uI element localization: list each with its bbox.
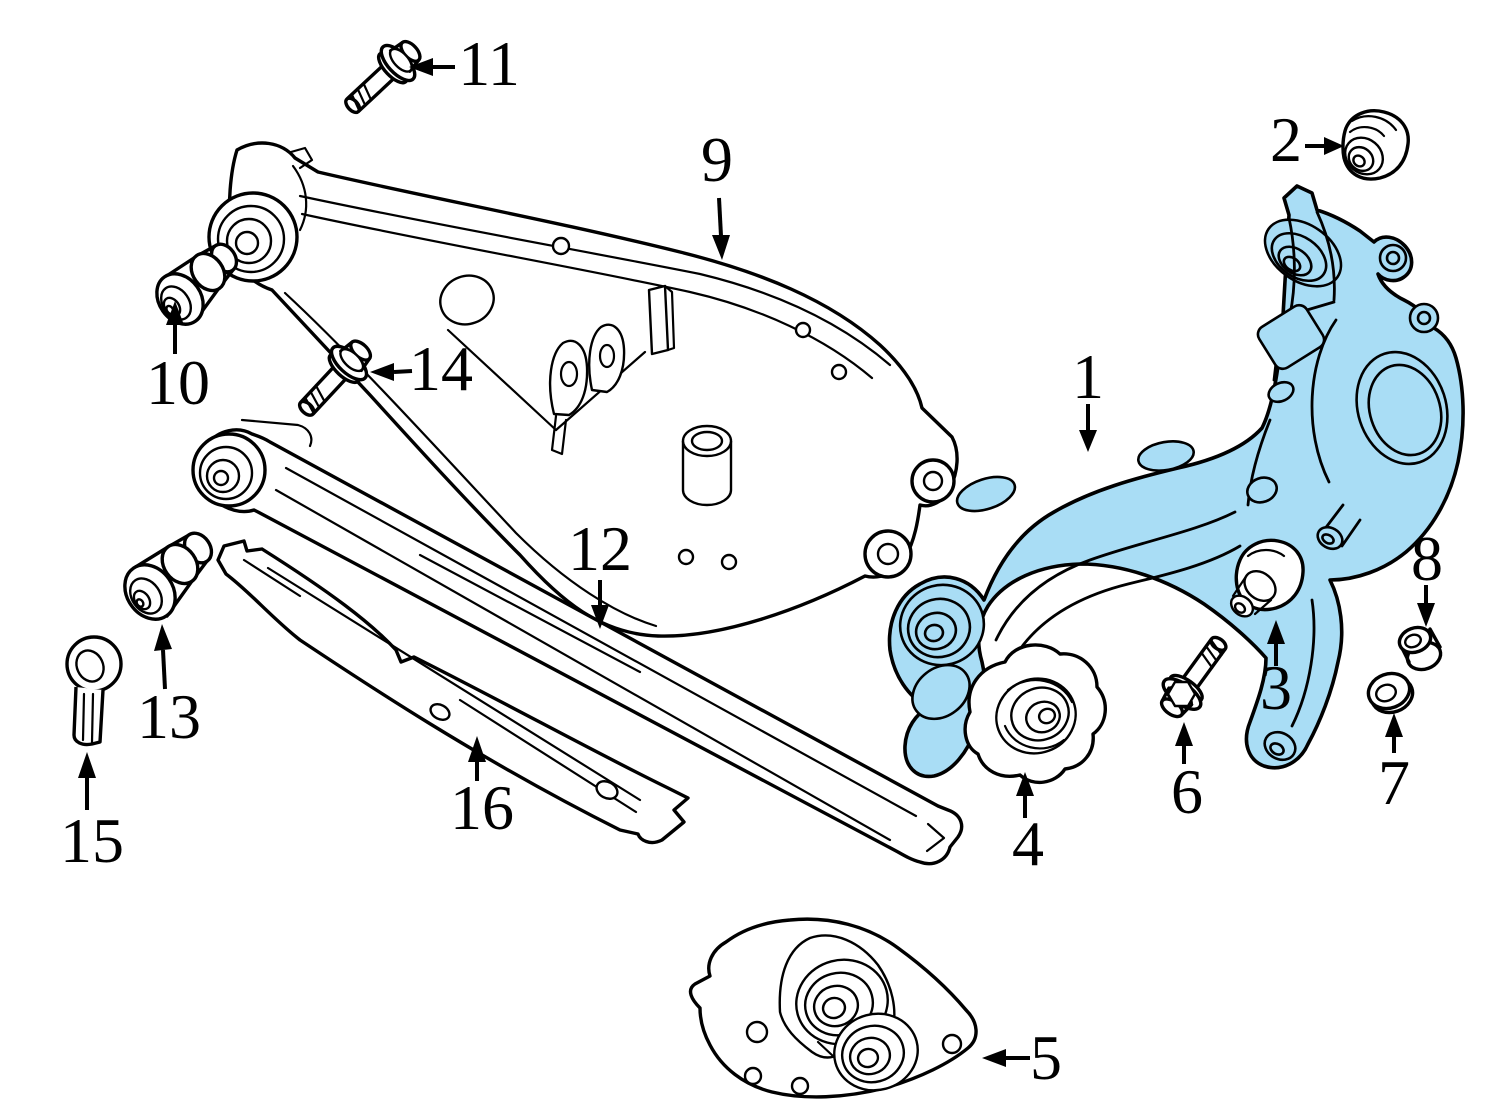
part-1-trailing-arm-highlighted <box>887 184 1465 779</box>
part-12-lower-control-arm <box>191 418 964 866</box>
callout-8-label: 8 <box>1411 523 1443 594</box>
callout-6-arrow <box>1175 722 1193 764</box>
callout-5-arrow <box>982 1049 1030 1067</box>
callout-10-label: 10 <box>146 347 210 418</box>
part-4-bushing <box>963 643 1107 785</box>
part-3-bushing <box>1229 538 1305 618</box>
callout-3-label: 3 <box>1260 652 1292 723</box>
callout-4-label: 4 <box>1012 808 1044 879</box>
callout-14-label: 14 <box>409 333 473 404</box>
callout-16-arrow <box>468 736 486 781</box>
callout-5-label: 5 <box>1030 1022 1062 1093</box>
callout-10-arrow <box>166 301 184 354</box>
callout-9-arrow <box>712 197 730 260</box>
callout-7-label: 7 <box>1378 747 1410 818</box>
callout-arrows <box>78 58 1435 1067</box>
part-15-eyelet <box>65 635 123 747</box>
callout-1-arrow <box>1079 404 1097 452</box>
callout-8-arrow <box>1417 585 1435 627</box>
callout-13-label: 13 <box>137 681 201 752</box>
callout-2-label: 2 <box>1270 104 1302 175</box>
callout-16-label: 16 <box>450 772 514 843</box>
part-6-bolt <box>1148 625 1241 728</box>
part-9-upper-control-arm <box>207 141 959 638</box>
part-13-bushing <box>123 531 214 621</box>
callout-4-arrow <box>1016 772 1034 818</box>
part-16-cover-strip <box>216 539 690 845</box>
callout-12-arrow <box>591 580 609 629</box>
callout-11-arrow <box>409 58 455 76</box>
callout-13-arrow <box>154 624 172 690</box>
callout-11-label: 11 <box>458 28 520 99</box>
callout-3-arrow <box>1267 620 1285 666</box>
part-7-washer <box>1366 671 1415 715</box>
callout-6-label: 6 <box>1171 756 1203 827</box>
part-10-bushing <box>155 242 239 326</box>
callout-12-label: 12 <box>568 513 632 584</box>
part-5-bracket <box>688 917 978 1099</box>
part-8-nut <box>1397 625 1443 672</box>
callout-7-arrow <box>1385 713 1403 753</box>
part-2-bushing <box>1341 109 1410 181</box>
callout-15-label: 15 <box>60 805 124 876</box>
part-11-bolt <box>332 29 432 127</box>
callout-15-arrow <box>78 752 96 810</box>
callout-1-label: 1 <box>1072 341 1104 412</box>
callout-2-arrow <box>1305 137 1344 155</box>
callout-14-arrow <box>370 363 413 381</box>
callout-9-label: 9 <box>701 124 733 195</box>
